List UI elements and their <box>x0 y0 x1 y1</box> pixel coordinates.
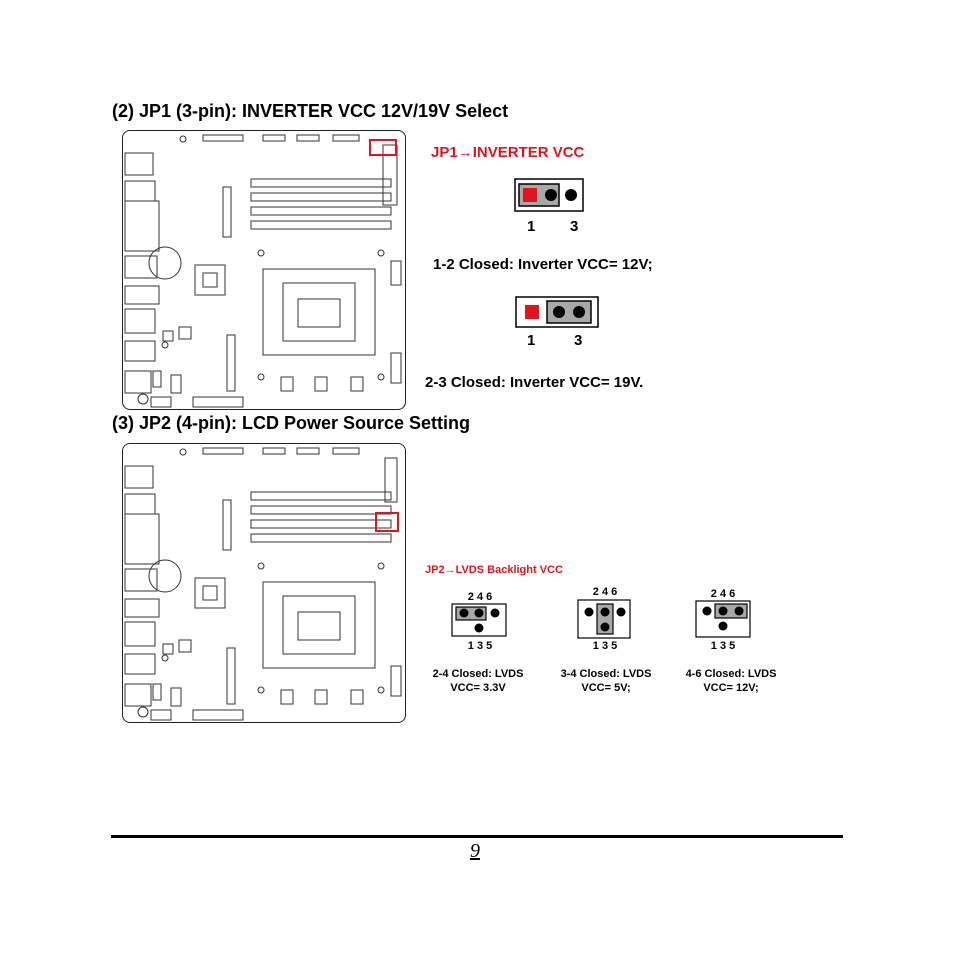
jp2-option-3v3-line1: 2-4 Closed: LVDS <box>432 668 524 680</box>
jp2-option-3v3: 2-4 Closed: LVDS VCC= 3.3V <box>418 667 538 695</box>
jp2-jumper-2-4-closed <box>451 603 507 642</box>
page-number: 9 <box>470 840 480 862</box>
jp2-title: JP2→LVDS Backlight VCC <box>425 564 563 576</box>
jp2-option-5v-line1: 3-4 Closed: LVDS <box>560 668 652 680</box>
jp2-option-12v-line1: 4-6 Closed: LVDS <box>685 668 777 680</box>
jp2-a-top-pins: 2 4 6 <box>467 591 493 603</box>
section-2-heading: (2) JP1 (3-pin): INVERTER VCC 12V/19V Se… <box>112 101 509 121</box>
section-3-heading: (3) JP2 (4-pin): LCD Power Source Settin… <box>112 413 471 433</box>
jp2-header-graphic-b <box>577 599 631 639</box>
board-layout-graphic-2 <box>124 447 402 721</box>
jp1-pin3-label-a: 3 <box>570 218 579 235</box>
motherboard-diagram-jp1 <box>122 130 406 410</box>
jp2-a-bottom-pins: 1 3 5 <box>467 640 493 652</box>
board-layout-graphic <box>124 134 402 408</box>
jp2-header-graphic-a <box>451 603 507 637</box>
jp2-jumper-4-6-closed <box>695 600 751 643</box>
jp1-title: JP1→INVERTER VCC <box>431 144 585 161</box>
motherboard-diagram-jp2 <box>122 443 406 723</box>
jp2-jumper-3-4-closed <box>577 599 631 644</box>
jp2-option-5v: 3-4 Closed: LVDS VCC= 5V; <box>546 667 666 695</box>
jp1-pin1-label-a: 1 <box>527 218 536 235</box>
jp1-jumper-2-3-closed <box>515 296 599 333</box>
jp2-header-graphic-c <box>695 600 751 638</box>
jp1-pin3-label-b: 3 <box>574 332 583 349</box>
jp2-b-top-pins: 2 4 6 <box>592 586 618 598</box>
jp2-option-5v-line2: VCC= 5V; <box>581 682 631 694</box>
jp1-option-12v: 1-2 Closed: Inverter VCC= 12V; <box>433 256 653 273</box>
jp2-b-bottom-pins: 1 3 5 <box>592 640 618 652</box>
jp1-pin-header-graphic-a <box>514 178 584 212</box>
jp1-option-19v: 2-3 Closed: Inverter VCC= 19V. <box>425 374 644 391</box>
jp1-pin1-label-b: 1 <box>527 332 536 349</box>
jp2-c-top-pins: 2 4 6 <box>710 588 736 600</box>
jp1-jumper-1-2-closed <box>514 178 584 217</box>
jp2-option-12v: 4-6 Closed: LVDS VCC= 12V; <box>671 667 791 695</box>
footer-rule <box>111 835 843 838</box>
jp1-pin-header-graphic-b <box>515 296 599 328</box>
jp2-c-bottom-pins: 1 3 5 <box>710 640 736 652</box>
jp2-option-12v-line2: VCC= 12V; <box>703 682 759 694</box>
jp2-option-3v3-line2: VCC= 3.3V <box>450 682 506 694</box>
